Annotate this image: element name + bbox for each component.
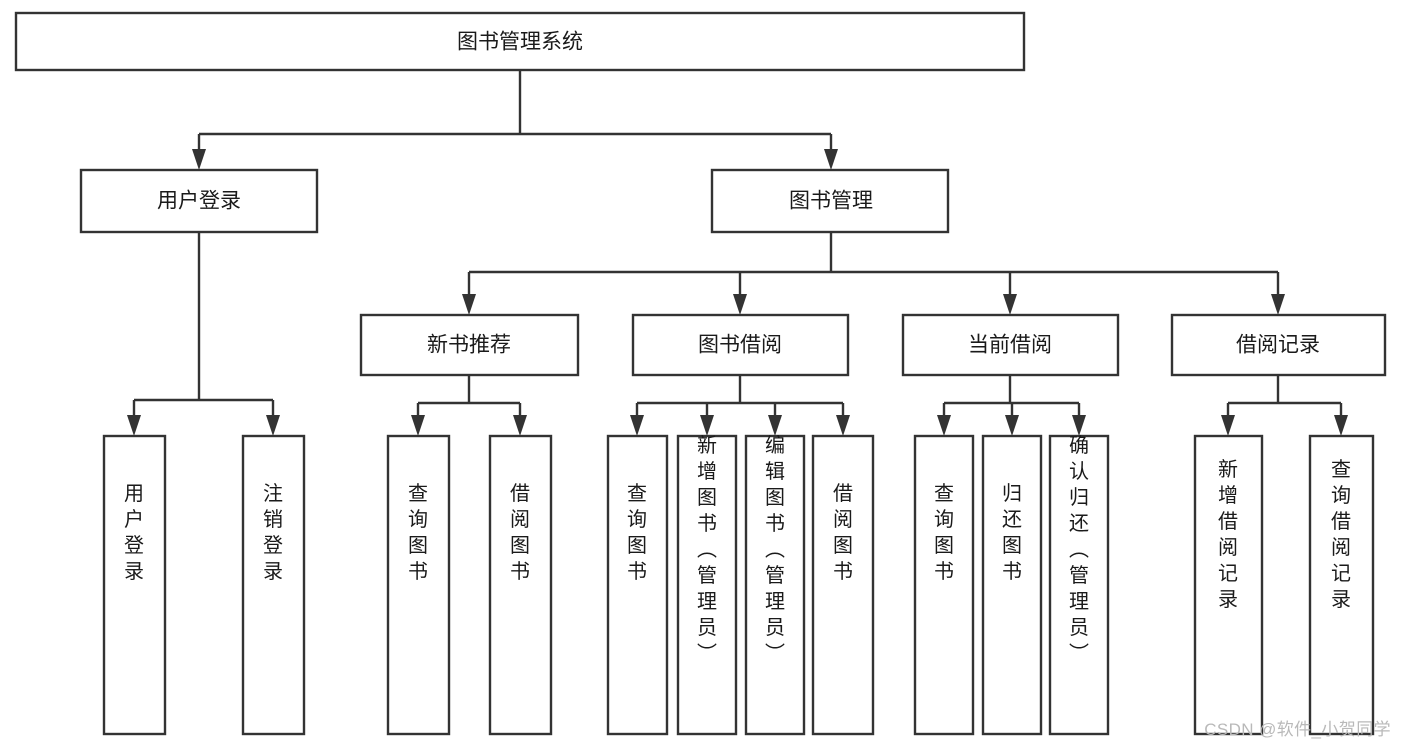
node-root[interactable]: 图书管理系统 bbox=[14, 11, 1026, 72]
node-leaf-query-book-2-box[interactable] bbox=[606, 434, 669, 736]
node-leaf-query-book-2[interactable]: 查询图书 bbox=[606, 434, 669, 736]
node-leaf-borrow-book-1-box[interactable] bbox=[488, 434, 553, 736]
arrow-head-leaf-query-book-1 bbox=[411, 415, 425, 436]
node-leaf-edit-book[interactable]: 编辑图书︵管理员︶ bbox=[744, 434, 806, 736]
node-leaf-logout-login-label: 注销登录 bbox=[263, 482, 283, 583]
node-leaf-user-login-box[interactable] bbox=[102, 434, 167, 736]
arrow-head-leaf-user-login bbox=[127, 415, 141, 436]
arrow-head-leaf-add-book bbox=[700, 415, 714, 436]
arrow-head-current-borrow bbox=[1003, 294, 1017, 315]
node-root-box[interactable] bbox=[14, 11, 1026, 72]
node-leaf-add-record-label: 新增借阅记录 bbox=[1218, 458, 1238, 611]
arrow-head-leaf-query-book-3 bbox=[937, 415, 951, 436]
node-leaf-borrow-book-2-label: 借阅图书 bbox=[833, 482, 853, 583]
node-leaf-borrow-book-1-label: 借阅图书 bbox=[510, 482, 530, 583]
node-leaf-return-book-box[interactable] bbox=[981, 434, 1043, 736]
node-leaf-borrow-book-2[interactable]: 借阅图书 bbox=[811, 434, 875, 736]
node-user-login[interactable]: 用户登录 bbox=[79, 168, 319, 234]
node-leaf-add-book-label: 新增图书︵管理员︶ bbox=[697, 434, 717, 665]
node-current-borrow-box[interactable] bbox=[901, 313, 1120, 377]
arrow-head-borrow-record bbox=[1271, 294, 1285, 315]
node-current-borrow[interactable]: 当前借阅 bbox=[901, 313, 1120, 377]
arrow-head-leaf-borrow-book-1 bbox=[513, 415, 527, 436]
node-leaf-add-book[interactable]: 新增图书︵管理员︶ bbox=[676, 434, 738, 736]
node-leaf-logout-login[interactable]: 注销登录 bbox=[241, 434, 306, 736]
node-leaf-query-record-label: 查询借阅记录 bbox=[1331, 458, 1351, 611]
node-book-manage-box[interactable] bbox=[710, 168, 950, 234]
node-leaf-confirm-return[interactable]: 确认归还︵管理员︶ bbox=[1048, 434, 1110, 736]
node-borrow-record-label: 借阅记录 bbox=[1236, 334, 1320, 357]
arrow-head-user-login bbox=[192, 149, 206, 170]
node-leaf-add-book-box[interactable] bbox=[676, 434, 738, 736]
arrow-head-leaf-edit-book bbox=[768, 415, 782, 436]
arrow-head-leaf-logout-login bbox=[266, 415, 280, 436]
node-leaf-confirm-return-label: 确认归还︵管理员︶ bbox=[1069, 434, 1089, 665]
node-leaf-edit-book-label: 编辑图书︵管理员︶ bbox=[765, 434, 785, 665]
node-leaf-query-book-3-label: 查询图书 bbox=[934, 482, 954, 583]
node-leaf-add-record-box[interactable] bbox=[1193, 434, 1264, 736]
arrow-head-leaf-query-record bbox=[1334, 415, 1348, 436]
node-book-borrow-label: 图书借阅 bbox=[698, 334, 782, 357]
node-leaf-return-book-label: 归还图书 bbox=[1002, 482, 1022, 583]
node-borrow-record[interactable]: 借阅记录 bbox=[1170, 313, 1387, 377]
node-leaf-add-record[interactable]: 新增借阅记录 bbox=[1193, 434, 1264, 736]
node-leaf-query-record[interactable]: 查询借阅记录 bbox=[1308, 434, 1375, 736]
edges-layer bbox=[127, 70, 1348, 436]
node-leaf-confirm-return-box[interactable] bbox=[1048, 434, 1110, 736]
node-user-login-box[interactable] bbox=[79, 168, 319, 234]
node-current-borrow-label: 当前借阅 bbox=[968, 334, 1052, 357]
node-leaf-query-book-1-box[interactable] bbox=[386, 434, 451, 736]
node-leaf-query-record-box[interactable] bbox=[1308, 434, 1375, 736]
node-book-borrow-box[interactable] bbox=[631, 313, 850, 377]
node-leaf-logout-login-box[interactable] bbox=[241, 434, 306, 736]
node-leaf-query-book-1[interactable]: 查询图书 bbox=[386, 434, 451, 736]
node-leaf-borrow-book-2-box[interactable] bbox=[811, 434, 875, 736]
node-leaf-return-book[interactable]: 归还图书 bbox=[981, 434, 1043, 736]
arrow-head-leaf-return-book bbox=[1005, 415, 1019, 436]
csdn-watermark: CSDN @软件_小贺同学 bbox=[1204, 720, 1391, 739]
node-root-label: 图书管理系统 bbox=[457, 31, 583, 54]
node-leaf-query-book-1-label: 查询图书 bbox=[408, 482, 428, 583]
arrow-head-book-borrow bbox=[733, 294, 747, 315]
node-borrow-record-box[interactable] bbox=[1170, 313, 1387, 377]
node-leaf-query-book-2-label: 查询图书 bbox=[627, 482, 647, 583]
node-leaf-user-login-label: 用户登录 bbox=[124, 483, 144, 583]
arrow-head-leaf-add-record bbox=[1221, 415, 1235, 436]
arrow-head-leaf-confirm-return bbox=[1072, 415, 1086, 436]
arrow-head-new-book-recommend bbox=[462, 294, 476, 315]
node-leaf-user-login[interactable]: 用户登录 bbox=[102, 434, 167, 736]
node-new-book-recommend-label: 新书推荐 bbox=[427, 334, 511, 357]
node-leaf-borrow-book-1[interactable]: 借阅图书 bbox=[488, 434, 553, 736]
node-new-book-recommend-box[interactable] bbox=[359, 313, 580, 377]
node-leaf-query-book-3[interactable]: 查询图书 bbox=[913, 434, 975, 736]
node-book-manage-label: 图书管理 bbox=[789, 190, 873, 213]
node-leaf-query-book-3-box[interactable] bbox=[913, 434, 975, 736]
node-book-manage[interactable]: 图书管理 bbox=[710, 168, 950, 234]
arrow-head-book-manage bbox=[824, 149, 838, 170]
node-new-book-recommend[interactable]: 新书推荐 bbox=[359, 313, 580, 377]
arrow-head-leaf-query-book-2 bbox=[630, 415, 644, 436]
arrow-head-leaf-borrow-book-2 bbox=[836, 415, 850, 436]
node-book-borrow[interactable]: 图书借阅 bbox=[631, 313, 850, 377]
node-leaf-edit-book-box[interactable] bbox=[744, 434, 806, 736]
node-user-login-label: 用户登录 bbox=[157, 190, 241, 213]
